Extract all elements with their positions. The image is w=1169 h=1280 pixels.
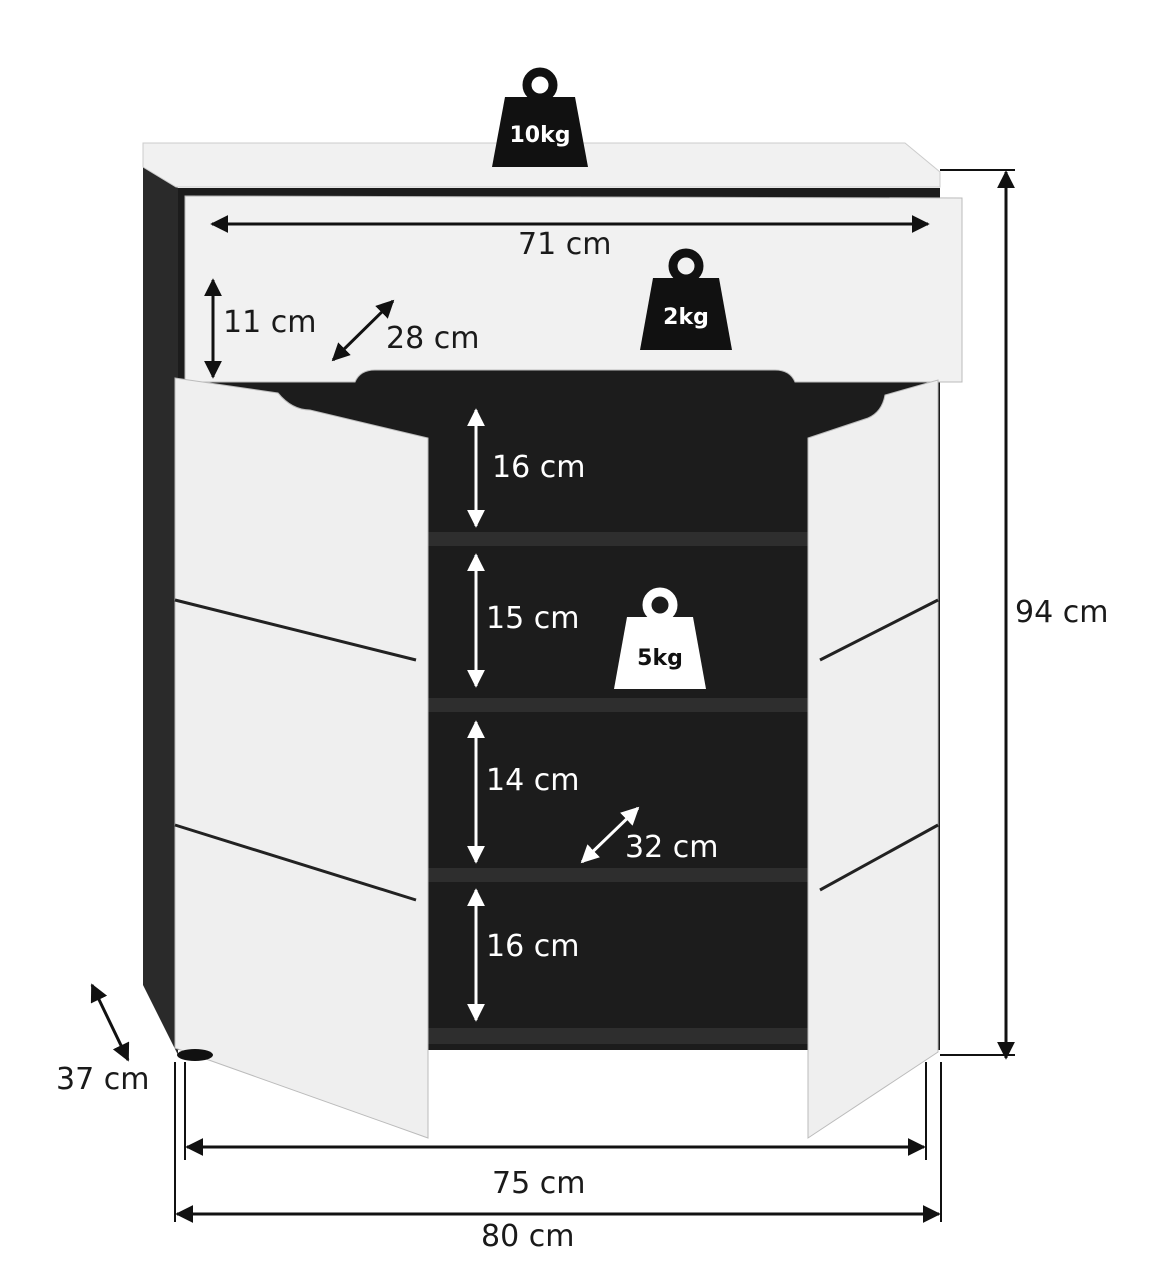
right-door-groove <box>819 823 939 892</box>
shelf2-height-label: 15 cm <box>486 601 579 636</box>
right-door <box>807 379 939 1139</box>
total-height-label: 94 cm <box>1015 595 1108 630</box>
shelf-depth-label: 32 cm <box>625 830 718 865</box>
drawer-width-label: 71 cm <box>518 227 611 262</box>
dimension-arrows <box>204 215 930 1022</box>
right-door-groove <box>819 598 939 662</box>
shelf <box>428 1028 808 1044</box>
weight-icon-top: 10kg <box>492 67 588 167</box>
shelf1-height-label: 16 cm <box>492 450 585 485</box>
drawer-depth-arrow <box>331 299 395 362</box>
weight-icon-drawer: 2kg <box>640 248 732 350</box>
shelf <box>428 698 808 712</box>
exterior-dimensions <box>90 169 1015 1223</box>
left-door-groove <box>174 598 417 662</box>
drawer-depth-label: 28 cm <box>386 321 479 356</box>
weight-label-drawer: 2kg <box>663 305 709 330</box>
left-door-groove <box>174 823 417 902</box>
weight-label-shelf: 5kg <box>637 646 683 671</box>
shelf3-height-label: 14 cm <box>486 763 579 798</box>
total-width-label: 80 cm <box>481 1219 574 1254</box>
drawer-height-label: 11 cm <box>223 305 316 340</box>
inner-width-label: 75 cm <box>492 1166 585 1201</box>
shelf <box>428 532 808 546</box>
weight-icon-shelf: 5kg <box>614 587 706 689</box>
shelf <box>428 868 808 882</box>
cabinet-foot <box>177 1049 213 1061</box>
total-depth-label: 37 cm <box>56 1062 149 1097</box>
weight-label-top: 10kg <box>510 123 571 148</box>
cabinet <box>142 142 963 1139</box>
cabinet-left-side <box>143 165 178 1055</box>
left-door <box>174 377 429 1139</box>
total-depth-arrow <box>90 983 130 1062</box>
shelf-depth-arrow <box>580 806 640 864</box>
shelf4-height-label: 16 cm <box>486 929 579 964</box>
